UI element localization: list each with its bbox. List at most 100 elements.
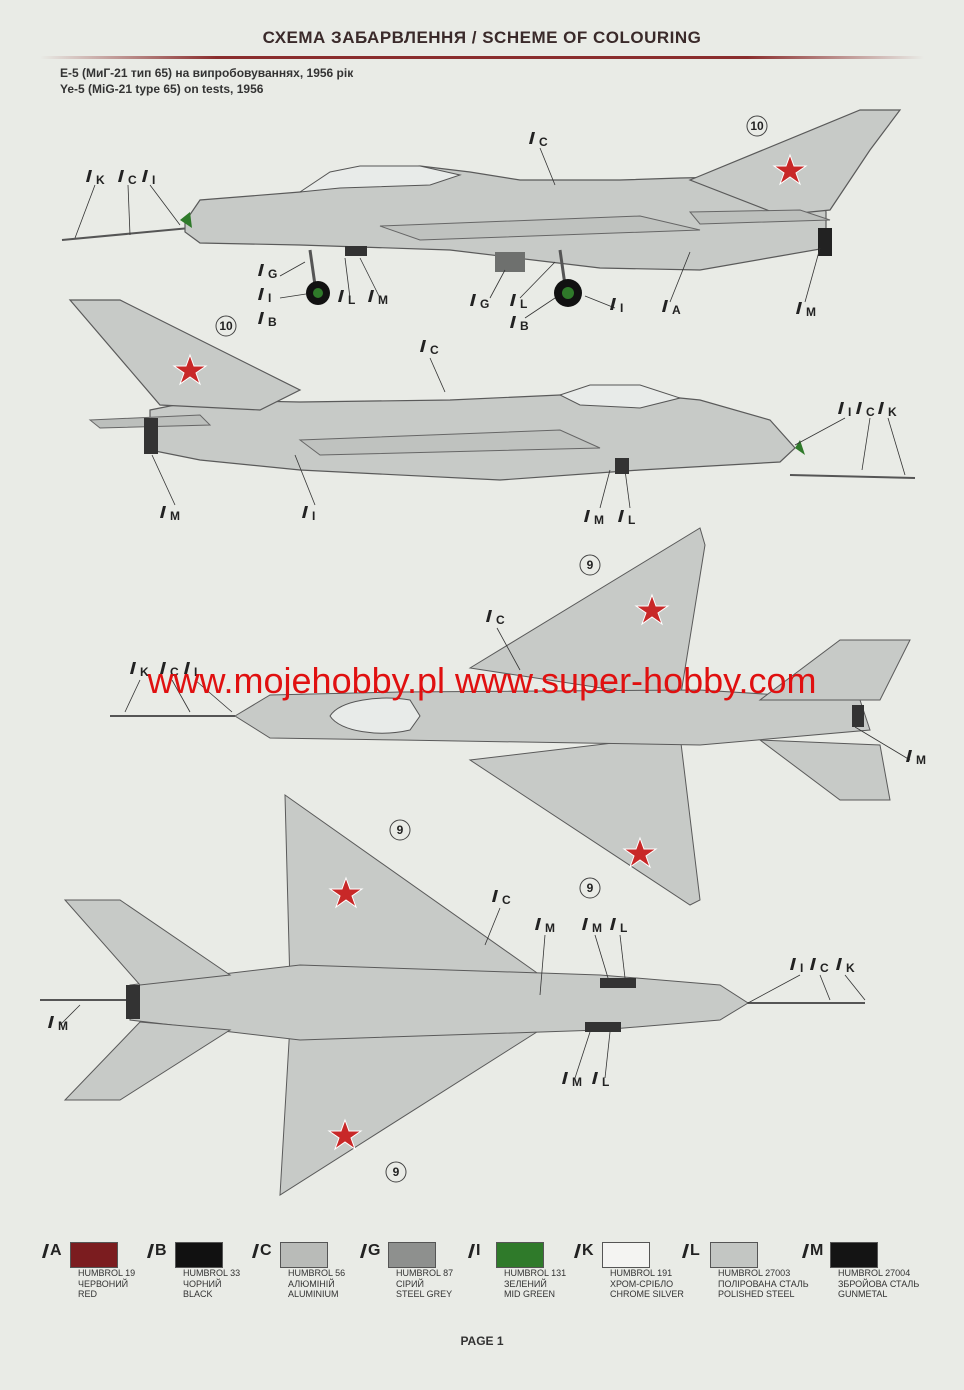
svg-text:9: 9	[587, 558, 594, 572]
exhaust-nozzle	[818, 228, 832, 256]
svg-text:I: I	[620, 301, 623, 315]
svg-text:L: L	[602, 1075, 609, 1089]
wing-side	[298, 429, 601, 456]
svg-text:C: C	[502, 893, 511, 907]
svg-text:M: M	[170, 509, 180, 523]
aircraft-drawings: 10 10 9 9	[40, 109, 926, 1196]
legend-code: B	[145, 1242, 167, 1260]
svg-text:L: L	[620, 921, 627, 935]
callout-labels: K C I C G I B L M G L B I A M C I C K M …	[48, 132, 926, 1089]
paint-callouts	[59, 147, 911, 1079]
svg-text:K: K	[140, 665, 149, 679]
paintbrush-icon	[250, 1243, 260, 1259]
svg-text:C: C	[128, 173, 137, 187]
svg-text:K: K	[888, 405, 897, 419]
page-title: СХЕМА ЗАБАРВЛЕННЯ / SCHEME OF COLOURING	[262, 28, 702, 47]
svg-text:L: L	[628, 513, 635, 527]
legend-code: L	[680, 1242, 700, 1260]
nose-cone	[180, 212, 192, 228]
stabilizer-right	[63, 1021, 232, 1101]
paintbrush-icon	[680, 1243, 690, 1259]
svg-text:L: L	[520, 297, 527, 311]
svg-text:B: B	[520, 319, 529, 333]
stabilizer-bottom	[758, 739, 891, 801]
svg-text:10: 10	[219, 319, 233, 333]
pitot-probe	[61, 227, 191, 241]
svg-text:A: A	[672, 303, 681, 317]
exhaust-nozzle	[144, 418, 158, 454]
watermark-text: www.mojehobby.pl www.super-hobby.com	[147, 660, 817, 701]
legend-code: I	[466, 1242, 480, 1260]
svg-text:G: G	[480, 297, 489, 311]
svg-text:M: M	[592, 921, 602, 935]
svg-text:I: I	[848, 405, 851, 419]
svg-text:M: M	[806, 305, 816, 319]
left-wing-lower	[284, 794, 542, 986]
ventral-fairing	[495, 252, 525, 272]
svg-text:C: C	[430, 343, 439, 357]
paintbrush-icon	[572, 1243, 582, 1259]
colour-swatch	[70, 1242, 118, 1268]
paintbrush-icon	[40, 1243, 50, 1259]
paintbrush-icon	[800, 1243, 810, 1259]
stabilizer-left	[63, 899, 232, 986]
subtitle-english: Ye-5 (MiG-21 type 65) on tests, 1956	[60, 82, 264, 96]
svg-text:M: M	[572, 1075, 582, 1089]
svg-text:I: I	[152, 173, 155, 187]
colour-swatch	[830, 1242, 878, 1268]
paintbrush-icon	[466, 1243, 476, 1259]
red-star-marking	[634, 593, 670, 626]
legend-code: M	[800, 1242, 823, 1260]
page-number: PAGE 1	[460, 1334, 504, 1348]
colour-swatch	[496, 1242, 544, 1268]
bottom-view: 9 9	[40, 794, 865, 1196]
legend-code: G	[358, 1242, 380, 1260]
right-wing-lower	[279, 1024, 542, 1196]
paintbrush-icon	[358, 1243, 368, 1259]
legend-code: C	[250, 1242, 272, 1260]
red-star-marking	[327, 1118, 363, 1151]
red-star-marking	[622, 836, 658, 869]
svg-text:C: C	[820, 961, 829, 975]
right-side-profile: 10	[68, 299, 916, 481]
left-side-profile: 10	[61, 109, 902, 307]
svg-text:M: M	[594, 513, 604, 527]
legend-code: K	[572, 1242, 594, 1260]
canopy	[299, 165, 462, 193]
colour-swatch	[388, 1242, 436, 1268]
svg-text:I: I	[194, 665, 197, 679]
svg-text:I: I	[312, 509, 315, 523]
stabilizer-top	[758, 639, 911, 701]
colour-swatch	[175, 1242, 223, 1268]
svg-text:K: K	[96, 173, 105, 187]
upper-wing	[468, 527, 706, 701]
header-divider	[40, 56, 924, 59]
svg-text:I: I	[800, 961, 803, 975]
svg-text:G: G	[268, 267, 277, 281]
svg-text:M: M	[378, 293, 388, 307]
legend-code: A	[40, 1242, 62, 1260]
svg-text:9: 9	[397, 823, 404, 837]
svg-text:C: C	[170, 665, 179, 679]
svg-text:I: I	[268, 291, 271, 305]
svg-text:K: K	[846, 961, 855, 975]
stabilizer-side	[688, 209, 831, 225]
red-star-marking	[172, 353, 208, 386]
svg-text:9: 9	[587, 881, 594, 895]
marking-number: 10	[750, 119, 764, 133]
colour-swatch	[280, 1242, 328, 1268]
svg-text:C: C	[539, 135, 548, 149]
paintbrush-icon	[145, 1243, 155, 1259]
colour-swatch	[710, 1242, 758, 1268]
svg-text:M: M	[58, 1019, 68, 1033]
top-view: 9 9	[110, 527, 911, 906]
